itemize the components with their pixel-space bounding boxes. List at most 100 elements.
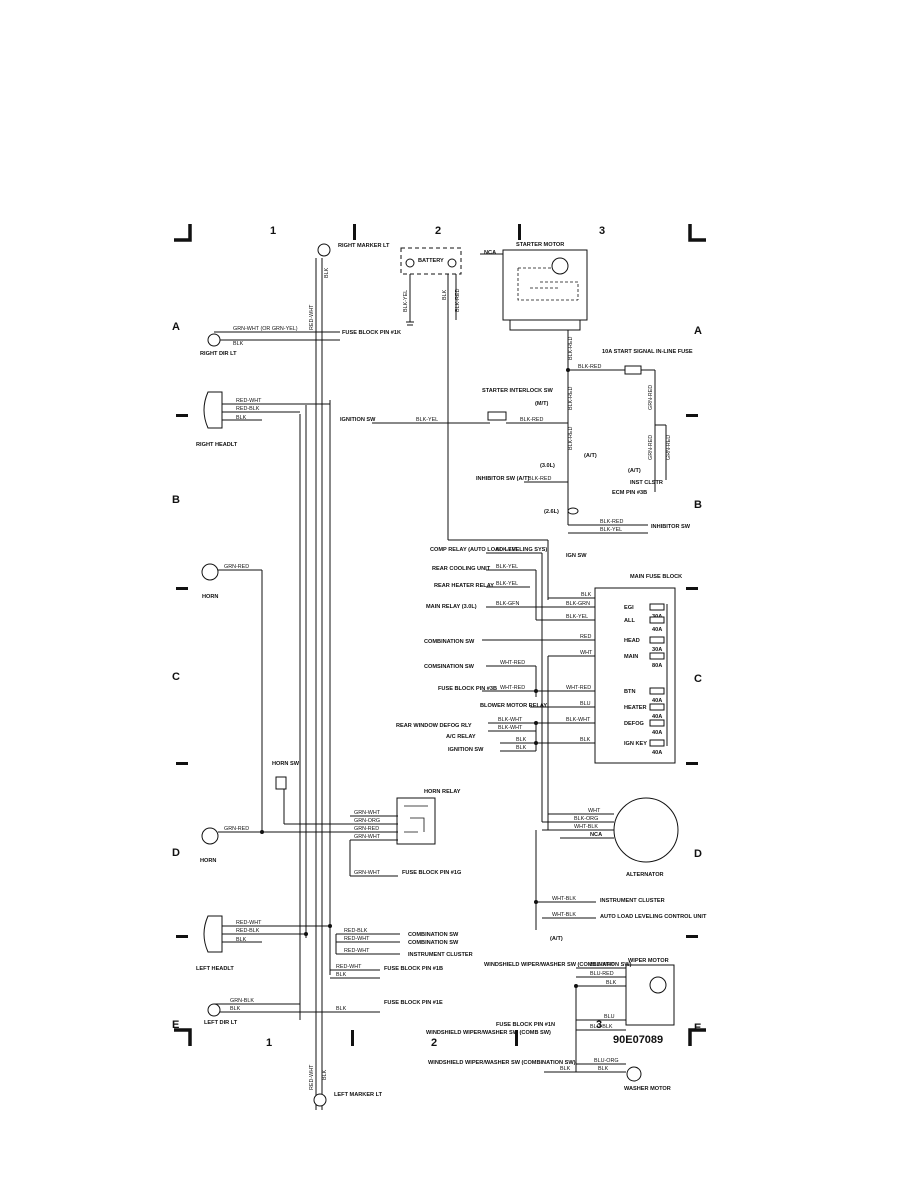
wire-blk-ign-2: BLK (516, 745, 527, 751)
wire-wht-blk-leveling: WHT-BLK (552, 912, 576, 918)
fuse-rating-4: 40A (652, 698, 662, 704)
wire-blk-1b: BLK (336, 972, 347, 978)
fuse-name-4: BTN (624, 689, 636, 695)
wire-blk-right-head: BLK (236, 415, 247, 421)
ws-wiper-washer-sw-2-label: WINDSHIELD WIPER/WASHER SW (COMBINATION … (428, 1060, 576, 1066)
grid-col-2-top: 2 (435, 225, 441, 237)
fuse-name-0: EGI (624, 605, 634, 611)
fuse-name-3: MAIN (624, 654, 638, 660)
ignition-sw-2-label: IGNITION SW (448, 747, 484, 753)
ws-wiper-washer-comb-label: WINDSHIELD WIPER/WASHER SW (COMB SW) (426, 1030, 551, 1036)
combination-sw-c-label: COMBINATION SW (424, 639, 475, 645)
wire-blk-red-battery: BLK-RED (455, 289, 461, 312)
grid-col-1-bottom: 1 (266, 1037, 272, 1049)
fuse-icon-5 (649, 703, 665, 711)
wire-grn-red-relay: GRN-RED (354, 826, 379, 832)
start-signal-fuse-label: 10A START SIGNAL IN-LINE FUSE (602, 349, 693, 355)
wire-red-wht-1b: RED-WHT (336, 964, 362, 970)
blower-motor-relay-label: BLOWER MOTOR RELAY (480, 703, 547, 709)
wire-red-blk-left-head: RED-BLK (236, 928, 260, 934)
wire-blk-yel-cooling: BLK-YEL (496, 564, 518, 570)
rear-heater-relay-label: REAR HEATER RELAY (434, 583, 494, 589)
washer-motor-label: WASHER MOTOR (624, 1086, 671, 1092)
drawing-number: 90E07089 (613, 1034, 663, 1046)
wire-wht-alt: WHT (588, 808, 601, 814)
wire-blk-yel-inhibitor: BLK-YEL (600, 527, 622, 533)
fuse-name-6: DEFOG (624, 721, 644, 727)
wire-grn-org-relay: GRN-ORG (354, 818, 380, 824)
fuse-at-label: (A/T) (628, 468, 641, 474)
combination-sw-b-label: COMBINATION SW (408, 940, 459, 946)
wire-blk-wht-defog: BLK-WHT (498, 717, 523, 723)
wire-wht-blk-cluster: WHT-BLK (552, 896, 576, 902)
wire-blu-red-wiper: BLU-RED (590, 971, 614, 977)
wire-grn-red-fuse-3: GRN-RED (666, 435, 672, 460)
alt-nca-label: NCA (590, 832, 602, 838)
horn-upper-label: HORN (202, 594, 218, 600)
fuse-block-pin-3b-label: FUSE BLOCK PIN #3B (438, 686, 497, 692)
grid-col-3-bottom: 3 (596, 1019, 602, 1031)
fuse-name-2: HEAD (624, 638, 640, 644)
wire-red-wht-right-marker: RED-WHT (309, 304, 315, 330)
auto-load-leveling-label: AUTO LOAD LEVELING CONTROL UNIT (600, 914, 707, 920)
fuse-icon-1 (649, 616, 665, 624)
wire-blk-left-head: BLK (236, 937, 247, 943)
wire-wht-red-fuse-3b: WHT-RED (500, 685, 525, 691)
ign-sw-label: IGN SW (566, 553, 587, 559)
fuse-rating-6: 40A (652, 730, 662, 736)
wire-red-wht-left-marker: RED-WHT (309, 1064, 315, 1090)
fuse-name-5: HEATER (624, 705, 647, 711)
grid-col-3-top: 3 (599, 225, 605, 237)
alternator-label: ALTERNATOR (626, 872, 664, 878)
wire-blk-gfn-main: BLK-GFN (496, 601, 519, 607)
rear-cooling-unit-label: REAR COOLING UNIT (432, 566, 491, 572)
wire-blk-red-vert-2: BLK-RED (568, 427, 574, 450)
grid-row-b-left: B (172, 494, 180, 506)
horn-lower-icon (201, 827, 219, 845)
battery-pos-terminal-icon (447, 258, 457, 268)
wire-blk-wiper: BLK (606, 980, 617, 986)
grid-row-e-right: E (694, 1022, 701, 1034)
wire-blk-red-vert: BLK-RED (568, 387, 574, 410)
grid-row-c-right: C (694, 673, 702, 685)
horn-sw-label: HORN SW (272, 761, 300, 767)
wire-blk-red-inhibitor: BLK-RED (528, 476, 551, 482)
ignition-sw-label: IGNITION SW (340, 417, 376, 423)
fuse-block-pin-1b-label: FUSE BLOCK PIN #1B (384, 966, 443, 972)
wire-blk-battery: BLK (442, 289, 448, 300)
wire-blk-yel-heater: BLK-YEL (496, 581, 518, 587)
fuse-name-1: ALL (624, 618, 635, 624)
rear-window-defog-rly-label: REAR WINDOW DEFOG RLY (396, 723, 472, 729)
grid-row-d-left: D (172, 847, 180, 859)
wire-blk-red-interlock: BLK-RED (520, 417, 543, 423)
wire-red-wht-comb: RED-WHT (344, 936, 370, 942)
starter-motor-base (509, 319, 581, 331)
wire-wht-red-comsination: WHT-RED (500, 660, 525, 666)
ecm-pin-label: ECM PIN #3B (612, 490, 647, 496)
starter-motor-icon (551, 257, 569, 275)
alternator-icon (613, 797, 679, 863)
grid-row-a-right: A (694, 325, 702, 337)
comp-relay-label: COMP RELAY (AUTO LOAD LEVELING SYS) (430, 547, 547, 553)
horn-switch-icon (275, 776, 287, 790)
left-headlamp-icon (203, 915, 223, 953)
fuse-icon-3 (649, 652, 665, 660)
wire-wht-blk-alt: WHT-BLK (574, 824, 598, 830)
engine-26l-label: (2.6L) (544, 509, 559, 515)
wire-blk-yel-ignition: BLK-YEL (416, 417, 438, 423)
fuse-name-7: IGN KEY (624, 741, 647, 747)
wire-grn-wht-fuse-1g: GRN-WHT (354, 870, 381, 876)
interlock-mt-label: (M/T) (535, 401, 548, 407)
wire-wht-red-btn: WHT-RED (566, 685, 591, 691)
wire-blk-right-dir: BLK (233, 341, 244, 347)
wire-blu-blk-wiper: BLU-BLK (590, 1024, 613, 1030)
wire-blk-ign-key: BLK (580, 737, 591, 743)
wire-red-wht-right-head: RED-WHT (236, 398, 262, 404)
engine-30l-label: (3.0L) (540, 463, 555, 469)
wire-blk-yel-comp: BLK-YEL (496, 547, 518, 553)
left-marker-lamp-icon (313, 1093, 327, 1107)
wiper-motor-label: WIPER MOTOR (628, 958, 669, 964)
wire-blk-washer-1: BLK (560, 1066, 571, 1072)
fuse-block-pin-1n-label: FUSE BLOCK PIN #1N (496, 1022, 555, 1028)
wire-blk-org-alt: BLK-ORG (574, 816, 598, 822)
